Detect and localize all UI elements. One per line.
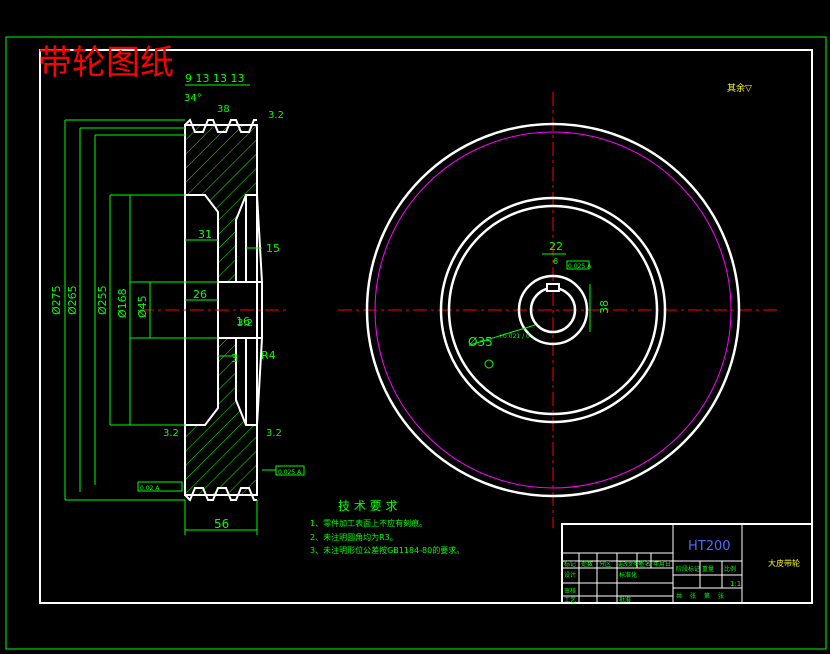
dim-width-56: 56 <box>214 517 229 531</box>
rough-3-2-d: 3.2 <box>237 318 253 329</box>
dim-d265: Ø265 <box>66 285 79 315</box>
tb-left-label-2: 工艺 <box>564 596 576 604</box>
dim-pitch: 9 13 13 13 <box>185 72 244 85</box>
technical-notes: 技 术 要 求 1、零件加工表面上不应有刻痕。 2、未注明圆角均为R3。 3、未… <box>310 499 464 555</box>
keyway <box>546 283 560 292</box>
tb-row-label-4: 签名 <box>639 560 651 568</box>
dim-bore-tol: +0.021 / 0 <box>498 333 530 340</box>
material: HT200 <box>688 539 731 554</box>
dim-31: 31 <box>198 228 212 241</box>
hub-circle <box>517 274 589 346</box>
scale: 1:1 <box>730 580 741 588</box>
rough-3-2-c: 3.2 <box>266 428 282 439</box>
dim-r4: R4 <box>261 349 276 362</box>
tb-row-label-5: 年月日 <box>653 560 671 568</box>
datum-symbol <box>484 359 494 369</box>
dim-sym-6: 6 <box>553 257 558 266</box>
gtol-frame-1 <box>137 481 183 492</box>
web-inner-circle <box>447 204 659 416</box>
front-view: 22 6 0.025 A 38 Ø35 +0.021 / 0 其余▽ <box>338 82 780 528</box>
dim-d275: Ø275 <box>50 285 63 315</box>
tb-bottom-label-0: 共 <box>676 592 682 600</box>
tb-mid-label-1: 批准 <box>619 596 631 604</box>
tb-stage-label-2: 比例 <box>724 565 736 573</box>
dim-angle-38: 38 <box>217 104 230 115</box>
tb-bottom-label-2: 第 <box>704 592 710 600</box>
title-block-frame <box>561 523 813 604</box>
drawing-title: 带轮图纸 <box>38 43 174 83</box>
dim-26: 26 <box>193 288 207 301</box>
tb-left-label-1: 审核 <box>564 587 576 595</box>
dim-d255: Ø255 <box>96 285 109 315</box>
tb-stage-label-1: 重量 <box>702 565 714 573</box>
note-2: 2、未注明圆角均为R3。 <box>310 532 398 542</box>
tb-row-label-3: 更改文件号 <box>618 561 643 568</box>
tb-bottom-label-1: 张 <box>690 592 696 600</box>
web-outer-circle <box>439 196 667 424</box>
dim-bore: Ø35 <box>468 335 493 349</box>
bottom-grooves <box>184 487 257 502</box>
dim-angle-34: 34° <box>184 93 202 104</box>
part-name: 大皮带轮 <box>768 558 800 568</box>
dim-key-22: 22 <box>549 240 563 253</box>
rough-3-2-b: 3.2 <box>163 428 179 439</box>
dim-15: 15 <box>266 242 280 255</box>
tb-row-label-1: 处数 <box>581 560 593 568</box>
dim-16: 16 <box>236 315 250 328</box>
view-label: 其余▽ <box>727 82 752 94</box>
tb-mid-label-0: 标准化 <box>619 571 637 579</box>
top-grooves <box>184 118 257 133</box>
pitch-circle <box>374 131 732 489</box>
tb-row-label-0: 标记 <box>564 560 576 568</box>
outer-rim-circle <box>365 122 741 498</box>
gtol-text-1: 0.02 A <box>140 485 160 492</box>
dim-d45: Ø45 <box>136 295 149 318</box>
tb-stage-label-0: 阶段标记 <box>676 565 700 573</box>
title-block: HT200 大皮带轮 1:1 标记 处数 分区 更改文件号 签名 年月日 设计 … <box>561 523 813 604</box>
gtol-text-2: 0.025 A <box>278 469 302 476</box>
tb-left-label-0: 设计 <box>564 571 576 579</box>
rough-3-2-a: 3.2 <box>268 110 284 121</box>
notes-heading: 技 术 要 求 <box>338 499 397 513</box>
note-3: 3、未注明形位公差按GB1184-80的要求。 <box>310 545 464 555</box>
tb-bottom-label-3: 张 <box>718 592 724 600</box>
tb-row-label-2: 分区 <box>599 560 611 568</box>
inner-frame <box>39 49 813 604</box>
outer-frame <box>5 36 827 650</box>
gtol-frame-3 <box>566 260 590 270</box>
note-1: 1、零件加工表面上不应有刻痕。 <box>310 518 427 528</box>
gtol-text-3: 0.025 A <box>568 263 592 270</box>
section-view: Ø275 Ø265 Ø255 Ø168 Ø45 56 9 13 13 13 34… <box>50 72 305 535</box>
dim-d168: Ø168 <box>116 288 129 318</box>
dim-3: 3 <box>231 352 238 365</box>
dim-key-38: 38 <box>598 300 611 314</box>
